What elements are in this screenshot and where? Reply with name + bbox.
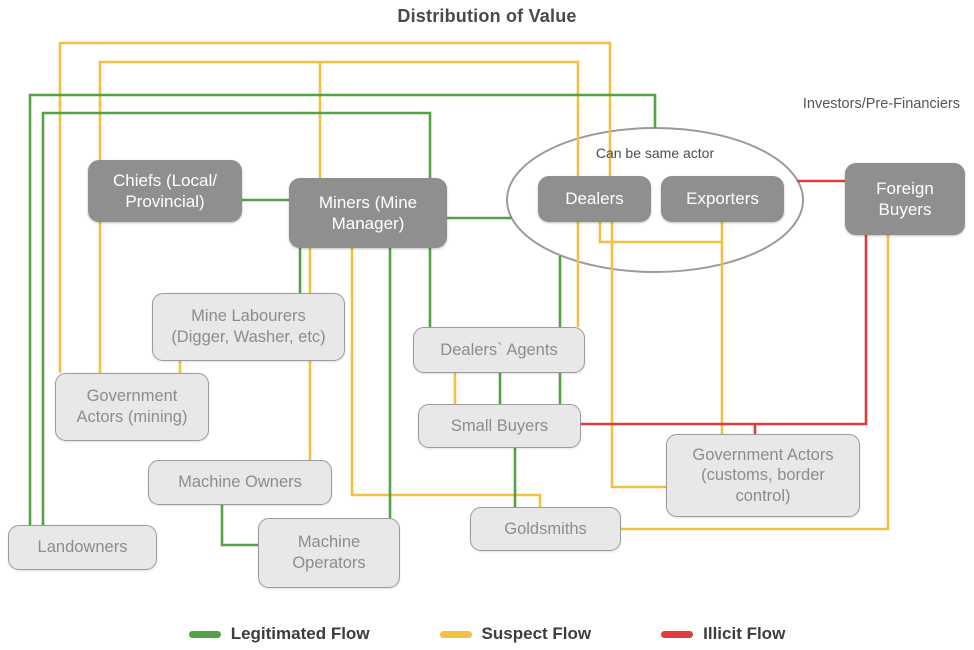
node-gov-mining: Government Actors (mining) xyxy=(55,373,209,441)
suspect-flow-swatch xyxy=(439,630,472,638)
flow-legend: Legitimated Flow Suspect Flow Illicit Fl… xyxy=(0,624,974,644)
node-foreign-buyers: Foreign Buyers xyxy=(845,163,965,235)
flow-line-yellow-7 xyxy=(610,222,666,489)
legitimated-flow-label: Legitimated Flow xyxy=(230,624,370,643)
node-small-buyers: Small Buyers xyxy=(418,404,581,448)
flow-line-green-17 xyxy=(220,505,258,547)
flow-line-yellow-5 xyxy=(598,222,724,244)
flow-line-red-22 xyxy=(581,235,868,426)
illicit-flow-swatch xyxy=(661,630,694,638)
legend-item-illicit: Illicit Flow xyxy=(661,624,785,644)
node-dealers-agents: Dealers` Agents xyxy=(413,327,585,373)
legitimated-flow-swatch xyxy=(188,630,221,638)
flow-line-green-13 xyxy=(41,111,432,525)
illicit-flow-label: Illicit Flow xyxy=(703,624,786,643)
diagram-title: Distribution of Value xyxy=(397,6,577,26)
node-machine-operators: Machine Operators xyxy=(258,518,400,588)
node-exporters: Exporters xyxy=(661,176,784,222)
investors-pre-financiers-label: Investors/Pre-Financiers xyxy=(802,96,960,112)
flow-line-yellow-0 xyxy=(58,41,612,373)
node-chiefs: Chiefs (Local/ Provincial) xyxy=(88,160,242,222)
node-mine-labourers: Mine Labourers (Digger, Washer, etc) xyxy=(152,293,345,361)
node-gov-customs: Government Actors (customs, border contr… xyxy=(666,434,860,517)
flow-line-green-12 xyxy=(28,93,657,525)
node-landowners: Landowners xyxy=(8,525,157,570)
flow-line-yellow-4 xyxy=(350,248,542,507)
suspect-flow-label: Suspect Flow xyxy=(481,624,592,643)
node-miners: Miners (Mine Manager) xyxy=(289,178,447,248)
node-goldsmiths: Goldsmiths xyxy=(470,507,621,551)
same-actor-ellipse-label: Can be same actor xyxy=(595,145,715,161)
legend-item-legitimated: Legitimated Flow xyxy=(188,624,370,644)
legend-item-suspect: Suspect Flow xyxy=(439,624,592,644)
node-machine-owners: Machine Owners xyxy=(148,460,332,505)
flow-line-yellow-8 xyxy=(621,235,890,531)
node-dealers: Dealers xyxy=(538,176,651,222)
